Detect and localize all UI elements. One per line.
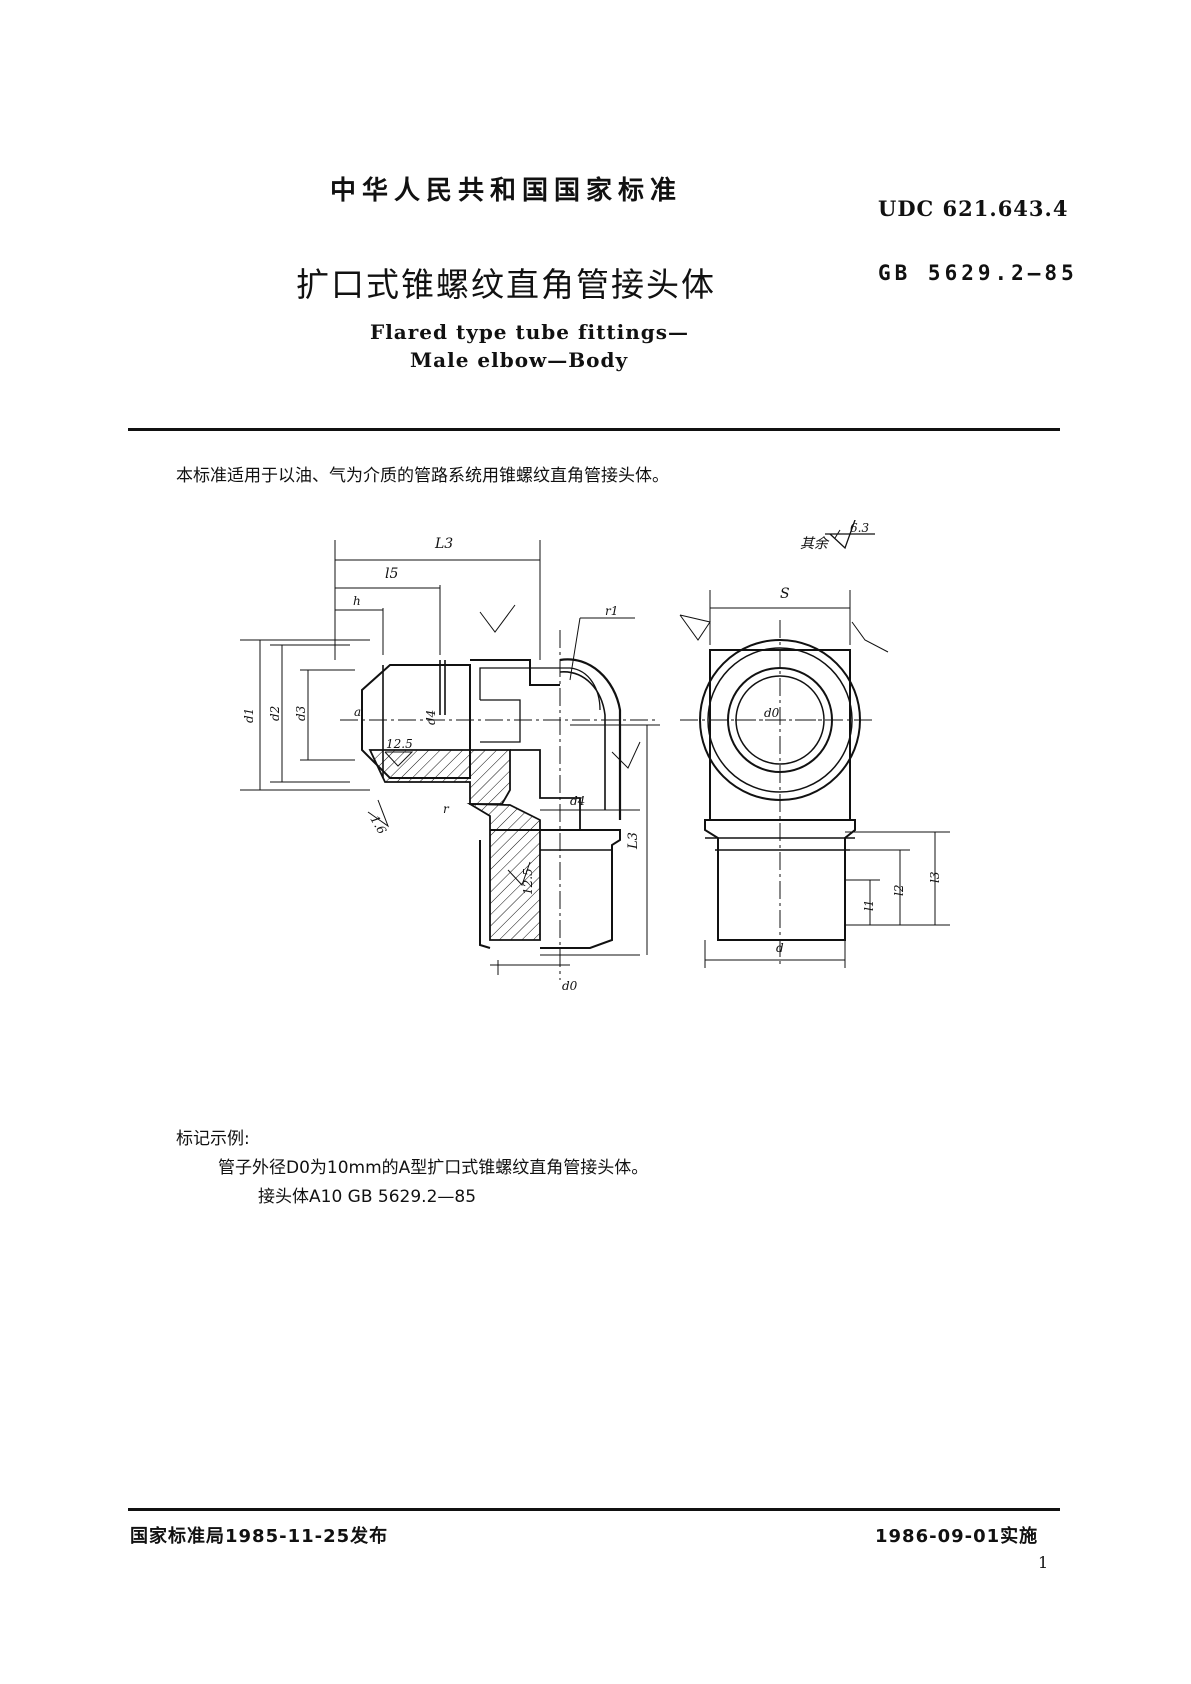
dim-l1: l1 [862, 900, 876, 911]
header-divider [128, 428, 1060, 431]
english-title-line2: Male elbow—Body [410, 348, 629, 372]
document-title: 扩口式锥螺纹直角管接头体 [296, 265, 716, 304]
surface-finish-symbol [825, 520, 875, 550]
dim-L3-top: L3 [434, 536, 453, 552]
elbow-side-view [680, 620, 875, 965]
dim-l3: l3 [928, 871, 942, 883]
dim-l2: l2 [892, 885, 906, 896]
dim-d0-right: d0 [764, 706, 780, 720]
dim-d4-vertical: d4 [424, 710, 438, 725]
roughness-12-5-side: 12.5 [521, 868, 535, 895]
roughness-12-5-top: 12.5 [386, 737, 413, 751]
udc-code: UDC 621.643.4 [878, 196, 1069, 221]
dim-S: S [780, 586, 790, 602]
dim-r: r [443, 802, 450, 816]
dim-a: a [354, 705, 361, 719]
example-heading: 标记示例: [176, 1129, 250, 1149]
page-number: 1 [1038, 1553, 1049, 1572]
dim-h: h [353, 594, 361, 608]
roughness-1-6: 1.6 [367, 813, 389, 837]
issue-date: 国家标准局1985-11-25发布 [130, 1526, 389, 1547]
dim-d: d [776, 941, 784, 955]
right-view-dimensions [679, 529, 950, 968]
dim-d1: d1 [242, 708, 256, 723]
dim-d4-horizontal: d4 [570, 794, 585, 808]
implementation-date: 1986-09-01实施 [875, 1526, 1039, 1547]
english-title-line1: Flared type tube fittings— [370, 320, 690, 344]
gb-code: GB 5629.2—85 [878, 261, 1078, 285]
dim-d0-left: d0 [562, 979, 578, 993]
dim-l5: l5 [385, 566, 398, 582]
example-designation: 接头体A10 GB 5629.2—85 [258, 1187, 477, 1207]
surface-note-label: 其余 [800, 536, 830, 552]
surface-default-value: 6.3 [850, 521, 869, 535]
dim-d2: d2 [268, 706, 282, 721]
footer-divider [128, 1508, 1060, 1511]
country-standard-heading: 中华人民共和国国家标准 [330, 176, 683, 206]
dim-d3: d3 [294, 705, 308, 721]
technical-drawing: L3 l5 h r1 d1 d2 d3 d4 a 12.5 r d4 1.6 L… [240, 520, 950, 993]
scope-paragraph: 本标准适用于以油、气为介质的管路系统用锥螺纹直角管接头体。 [176, 466, 669, 486]
left-view-dimensions [240, 540, 660, 975]
dim-L3-side: L3 [626, 832, 641, 850]
elbow-front-view [340, 630, 655, 980]
example-description: 管子外径D0为10mm的A型扩口式锥螺纹直角管接头体。 [218, 1158, 649, 1178]
dim-r1: r1 [605, 604, 618, 618]
